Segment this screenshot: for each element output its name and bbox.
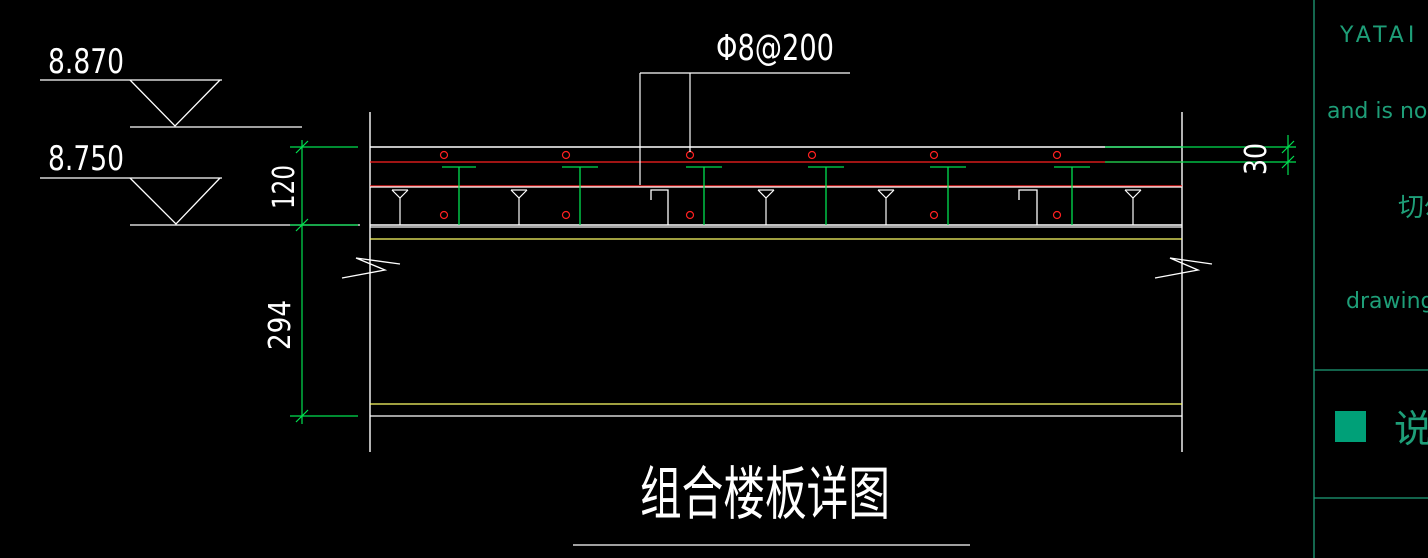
- title-block-notice-en: and is not: [1327, 99, 1428, 124]
- title-block-notice-cn: 切勿: [1398, 193, 1428, 223]
- beam-top-flange: [370, 226, 1182, 240]
- title-block-drawings: drawings: [1346, 289, 1428, 314]
- shear-studs: [442, 166, 1090, 225]
- hooked-bars: [650, 189, 1038, 225]
- dimension-line-right: [1105, 135, 1296, 175]
- dimension-label-cover: 30: [1239, 143, 1274, 175]
- rebar-callout-label: Φ8@200: [716, 28, 834, 69]
- slab-outline: [369, 112, 1183, 452]
- break-symbol-right: [1154, 257, 1213, 279]
- legend-label: 说: [1394, 407, 1428, 451]
- break-symbol-left: [341, 257, 401, 279]
- elevation-label-top: 8.870: [48, 42, 124, 82]
- legend-swatch: [1335, 411, 1366, 442]
- dimension-label-beam-depth: 294: [263, 300, 298, 350]
- elevation-marker-top: [40, 79, 302, 128]
- dimension-label-slab-thickness: 120: [267, 165, 302, 209]
- dimension-line-left: [290, 140, 358, 424]
- elevation-marker-bottom: [40, 177, 360, 226]
- elevation-label-bottom: 8.750: [48, 139, 124, 179]
- drawing-title: 组合楼板详图: [640, 460, 890, 528]
- title-block-frame: [1313, 0, 1428, 558]
- rebar-callout-leader: [639, 72, 850, 185]
- title-block-company: YATAI: [1339, 23, 1418, 48]
- deck-rib-symbols: [391, 189, 1142, 225]
- beam-bottom-flange: [370, 403, 1182, 417]
